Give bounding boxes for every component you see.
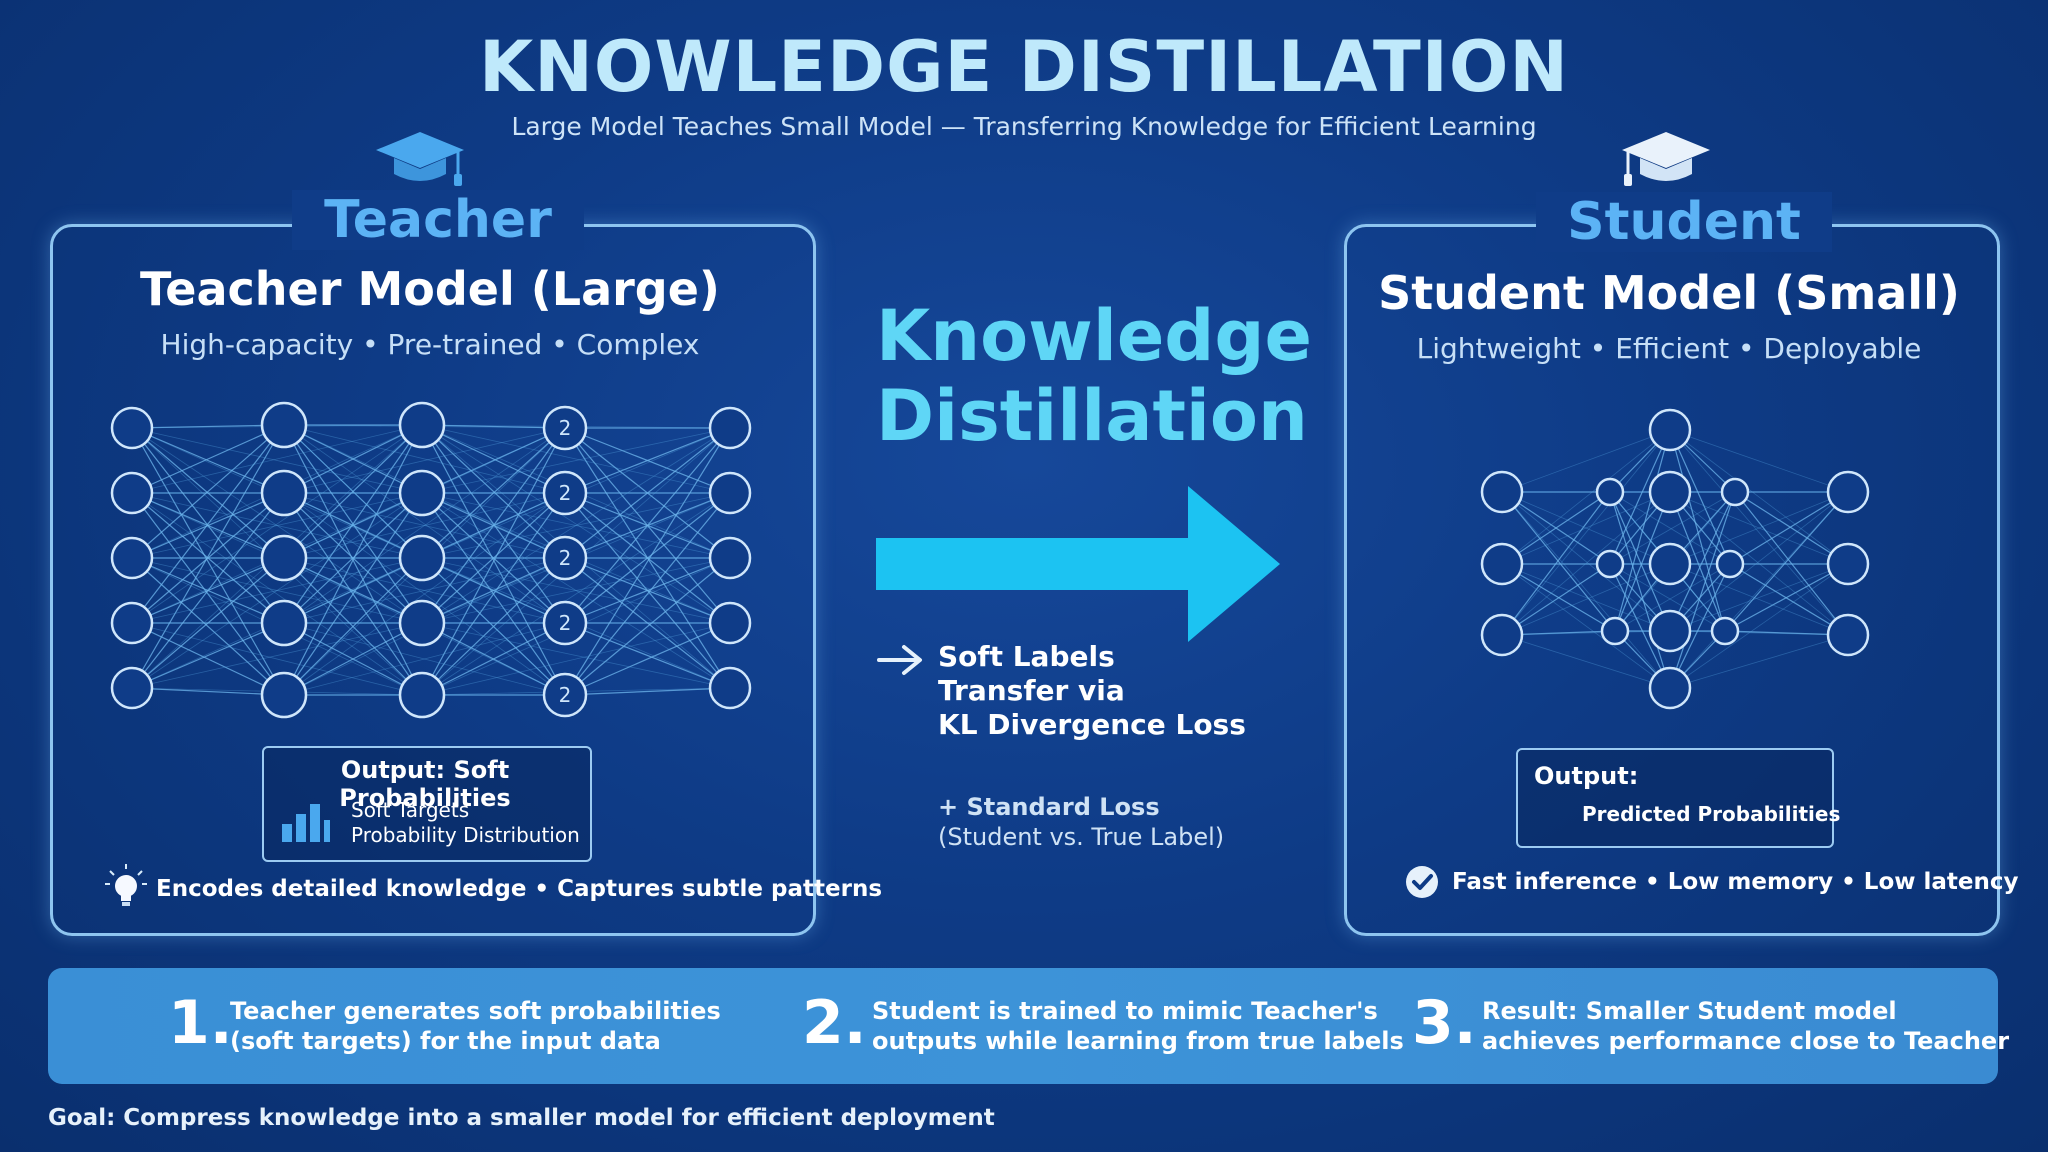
network-node: [708, 666, 752, 710]
small-arrow-right-icon: [877, 645, 922, 675]
node-badge-text: 2: [559, 546, 572, 570]
step-3-line2: achieves performance close to Teacher: [1482, 1027, 2010, 1055]
network-node: [542, 600, 588, 646]
network-node: [1648, 666, 1692, 710]
teacher-output-title: Output: Soft Probabilities: [339, 756, 511, 812]
network-node: [398, 469, 446, 517]
bar-chart-icon: [282, 804, 330, 842]
student-model-title: Student Model (Small): [1378, 266, 1960, 320]
page-title: KNOWLEDGE DISTILLATION: [479, 26, 1569, 108]
network-node: [398, 599, 446, 647]
network-node: [542, 535, 588, 581]
network-node: [1480, 613, 1524, 657]
network-node: [110, 471, 154, 515]
network-node: [110, 406, 154, 450]
network-node: [110, 666, 154, 710]
network-node: [260, 671, 308, 719]
goal-text: Goal: Compress knowledge into a smaller …: [48, 1105, 995, 1131]
network-node: [398, 534, 446, 582]
big-arrow-right-icon: [876, 486, 1280, 642]
transfer-line1: Soft Labels: [938, 640, 1115, 673]
teacher-label: Teacher: [292, 190, 584, 250]
network-node: [1710, 616, 1740, 646]
teacher-model-subtitle: High-capacity • Pre-trained • Complex: [160, 328, 700, 361]
network-node: [542, 470, 588, 516]
student-output-box: [1516, 748, 1834, 848]
network-node: [1480, 542, 1524, 586]
network-node: [1720, 477, 1750, 507]
network-node: [542, 672, 588, 718]
student-output-title: Output:: [1534, 762, 1639, 790]
network-node: [1826, 613, 1870, 657]
node-badge-text: 2: [559, 611, 572, 635]
teacher-output-box: [262, 746, 592, 862]
transfer-line2: Transfer via: [938, 674, 1125, 707]
teacher-output-line1: Soft Targets: [351, 798, 470, 822]
standard-loss-line2: (Student vs. True Label): [938, 823, 1225, 851]
network-node: [1648, 542, 1692, 586]
network-node: [260, 401, 308, 449]
network-node: [1595, 477, 1625, 507]
teacher-model-title: Teacher Model (Large): [140, 262, 720, 316]
kd-title-line1: Knowledge: [876, 295, 1312, 377]
step-1-number: 1.: [168, 988, 233, 1058]
steps-bar: [48, 968, 1998, 1084]
network-node: [1600, 616, 1630, 646]
network-node: [708, 406, 752, 450]
step-2-line1: Student is trained to mimic Teacher's: [872, 997, 1378, 1025]
network-node: [260, 534, 308, 582]
network-node: [1826, 542, 1870, 586]
kd-title-line2: Distillation: [876, 375, 1308, 457]
student-label: Student: [1536, 192, 1832, 252]
network-node: [110, 601, 154, 645]
check-circle-icon: [1406, 866, 1438, 898]
graduation-cap-icon: [1622, 132, 1710, 186]
network-node: [1648, 470, 1692, 514]
network-node: [1648, 609, 1692, 653]
teacher-output-line2: Probability Distribution: [351, 823, 580, 847]
node-badge-text: 2: [559, 416, 572, 440]
network-node: [1595, 549, 1625, 579]
step-2-line2: outputs while learning from true labels: [872, 1027, 1404, 1055]
student-network-diagram: [1480, 408, 1870, 710]
transfer-line3: KL Divergence Loss: [938, 708, 1246, 741]
graduation-cap-icon: [376, 132, 464, 186]
network-node: [398, 401, 446, 449]
student-model-subtitle: Lightweight • Efficient • Deployable: [1416, 332, 1922, 365]
network-node: [1715, 549, 1745, 579]
standard-loss-line1: + Standard Loss: [938, 793, 1160, 821]
teacher-network-diagram: 2 2 2 2 2: [110, 401, 752, 719]
network-node: [708, 601, 752, 645]
node-badge-text: 2: [559, 481, 572, 505]
lightbulb-icon: [105, 864, 147, 906]
page-subtitle: Large Model Teaches Small Model — Transf…: [511, 112, 1537, 141]
network-node: [260, 599, 308, 647]
network-node: [1480, 470, 1524, 514]
network-node: [542, 405, 588, 451]
step-3-number: 3.: [1412, 988, 1477, 1058]
student-feature-text: Fast inference • Low memory • Low latenc…: [1452, 869, 2019, 895]
network-node: [1648, 408, 1692, 452]
step-1-line1: Teacher generates soft probabilities: [230, 997, 721, 1025]
step-2-number: 2.: [802, 988, 867, 1058]
step-3-line1: Result: Smaller Student model: [1482, 997, 1897, 1025]
network-node: [708, 471, 752, 515]
network-node: [260, 469, 308, 517]
network-node: [110, 536, 154, 580]
network-node: [708, 536, 752, 580]
node-badge-text: 2: [559, 683, 572, 707]
step-1-line2: (soft targets) for the input data: [230, 1027, 661, 1055]
student-output-line1: Predicted Probabilities: [1582, 802, 1841, 826]
network-node: [398, 671, 446, 719]
network-node: [1826, 470, 1870, 514]
teacher-feature-text: Encodes detailed knowledge • Captures su…: [156, 876, 883, 902]
